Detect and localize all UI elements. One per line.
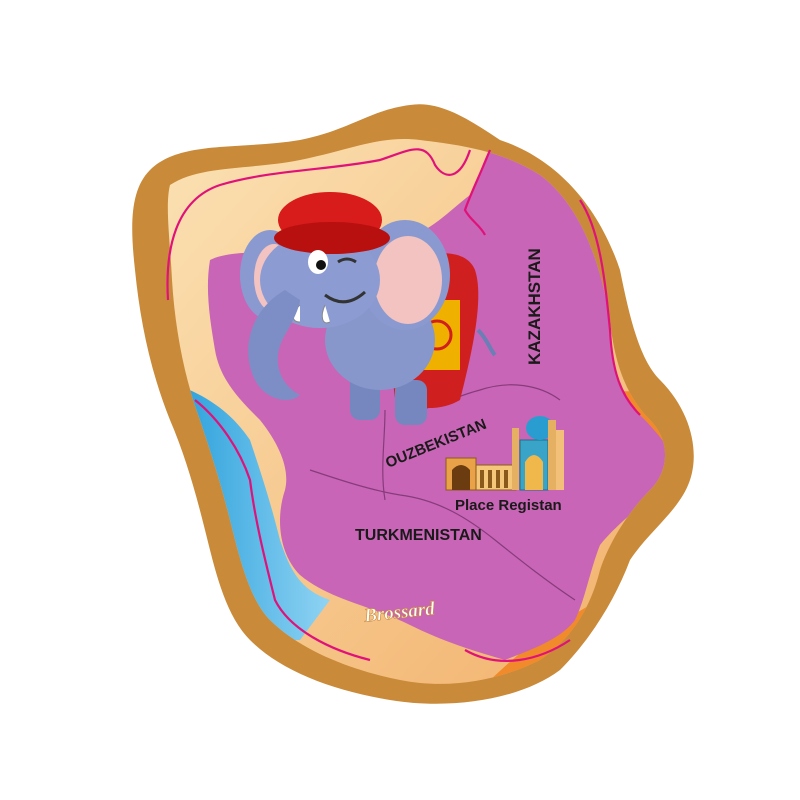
registan-monument-icon: [445, 416, 564, 491]
label-turkmenistan: TURKMENISTAN: [355, 527, 482, 544]
label-kazakhstan: KAZAKHSTAN: [525, 248, 544, 365]
elephant-mascot-icon: [240, 192, 497, 425]
label-landmark: Place Registan: [455, 497, 562, 514]
country-borders: [166, 148, 641, 662]
